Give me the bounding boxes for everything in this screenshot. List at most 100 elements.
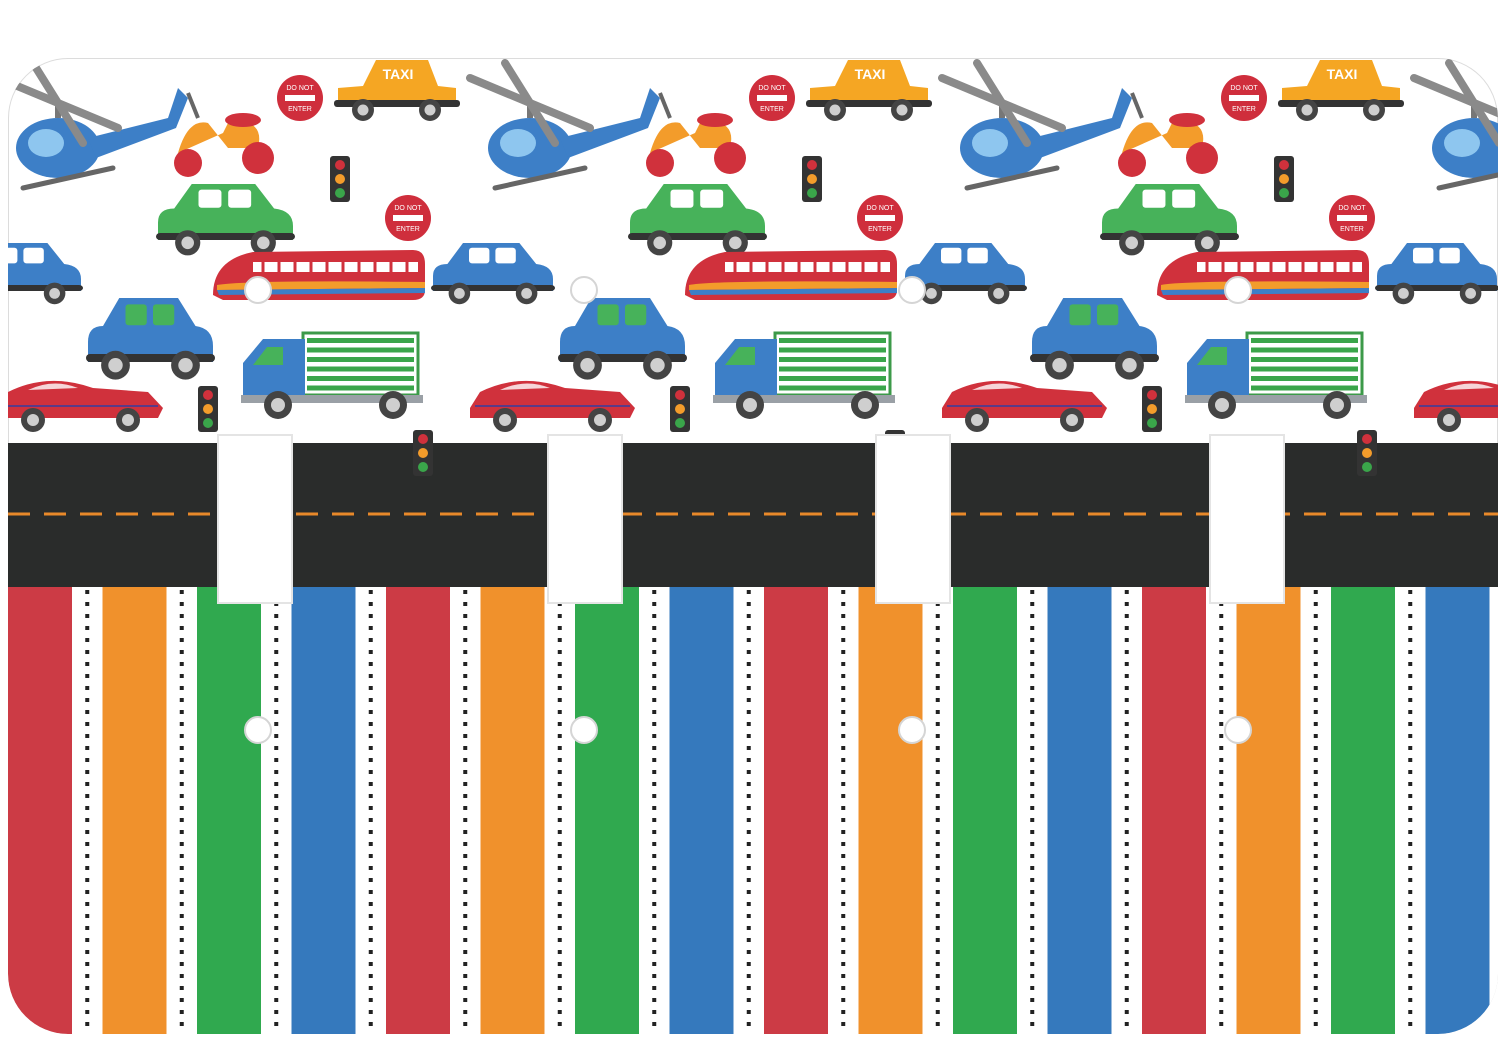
scooter-wheel (1186, 142, 1218, 174)
sign-text-enter: ENTER (396, 226, 420, 233)
screw-hole-2 (570, 276, 598, 304)
van-green (628, 184, 767, 256)
helicopter-cockpit (28, 129, 64, 157)
car-blue-green (86, 298, 215, 380)
van-green (1100, 184, 1239, 256)
wheel-hub (650, 358, 665, 373)
stripe-orange (1236, 587, 1301, 1034)
car-body (8, 243, 81, 291)
wheel-hub (993, 288, 1004, 299)
truck (1185, 331, 1367, 419)
sports-car-body (942, 380, 1107, 418)
traffic-light (1142, 386, 1162, 432)
van-green (156, 184, 295, 256)
car-window (1069, 304, 1091, 326)
scooter-handle (186, 92, 200, 119)
sign-text-do-not: DO NOT (866, 205, 894, 212)
truck-chassis (1185, 395, 1367, 403)
scooter-wheel (174, 149, 202, 177)
sports-car (8, 380, 163, 432)
traffic-light-amber (675, 404, 685, 414)
traffic-light-green (675, 418, 685, 428)
helicopter-cockpit (500, 129, 536, 157)
car-body (905, 243, 1025, 291)
helicopter-cockpit (972, 129, 1008, 157)
car-window (125, 304, 147, 326)
wheel-hub (1368, 104, 1380, 116)
truck-cargo-stripe (779, 338, 886, 343)
car-blue (903, 243, 1027, 305)
toggle-openings (217, 434, 1285, 604)
scooter-seat (225, 113, 261, 127)
stripe-blue (669, 587, 734, 1034)
sign-text-enter: ENTER (1340, 226, 1364, 233)
traffic-light-green (418, 462, 428, 472)
stripe-red (8, 587, 72, 1034)
truck (241, 331, 423, 419)
car-window (1172, 189, 1196, 208)
stripe-band (8, 587, 1498, 1034)
scooter-seat (697, 113, 733, 127)
helicopter-skid (20, 165, 116, 191)
wheel-hub (1122, 358, 1137, 373)
truck-window (1197, 347, 1227, 365)
helicopter (466, 59, 660, 191)
wheel-hub (1052, 358, 1067, 373)
train-stripe (1161, 281, 1369, 290)
sign-text-do-not: DO NOT (758, 85, 786, 92)
stripe-blue (1047, 587, 1112, 1034)
stripe-orange (858, 587, 923, 1034)
scooter-wheel (646, 149, 674, 177)
car-body (88, 298, 213, 362)
truck-cab (1187, 339, 1249, 403)
truck-cargo-stripe (1251, 357, 1358, 362)
sports-car (1414, 380, 1498, 432)
car-window (700, 189, 724, 208)
scooter-handle (1130, 92, 1144, 119)
traffic-light-green (1362, 462, 1372, 472)
traffic-light-red (807, 160, 817, 170)
traffic-light-red (203, 390, 213, 400)
wheel-hub (580, 358, 595, 373)
traffic-light-green (335, 188, 345, 198)
wheel-hub (108, 358, 123, 373)
traffic-light-amber (1279, 174, 1289, 184)
truck-cargo-stripe (1251, 385, 1358, 391)
car-body (560, 298, 685, 362)
wheel-hub (424, 104, 436, 116)
truck-cargo-stripe (1251, 366, 1358, 372)
traffic-light (330, 156, 350, 202)
truck-cargo-stripe (779, 347, 886, 353)
helicopter (938, 59, 1132, 191)
traffic-light (670, 386, 690, 432)
wheel-hub (49, 288, 60, 299)
truck-chassis (713, 395, 895, 403)
car-window (228, 189, 252, 208)
wheel-hub (521, 288, 532, 299)
sports-car (942, 380, 1107, 432)
helicopter-rotor (29, 59, 87, 147)
wheel-hub (1465, 288, 1476, 299)
stripe-green (953, 587, 1017, 1034)
helicopter-skid (492, 165, 588, 191)
car-window (967, 247, 988, 264)
truck-cab (715, 339, 777, 403)
train (685, 250, 897, 300)
sign-text-do-not: DO NOT (286, 85, 314, 92)
wheel-hub (743, 398, 757, 412)
wheel-hub (1301, 104, 1313, 116)
car-window (1142, 189, 1166, 208)
scooter-wheel (1118, 149, 1146, 177)
car-window (23, 247, 44, 264)
train-windows (253, 262, 418, 272)
helicopter-skid (964, 165, 1060, 191)
wheel-hub (1201, 236, 1214, 250)
wheel-hub (1066, 414, 1078, 426)
truck-cargo-stripe (779, 385, 886, 391)
car-window (1097, 304, 1119, 326)
train-windows (1197, 262, 1362, 272)
sports-car-window (1444, 383, 1494, 390)
traffic-light-red (1362, 434, 1372, 444)
helicopter (1410, 59, 1498, 191)
